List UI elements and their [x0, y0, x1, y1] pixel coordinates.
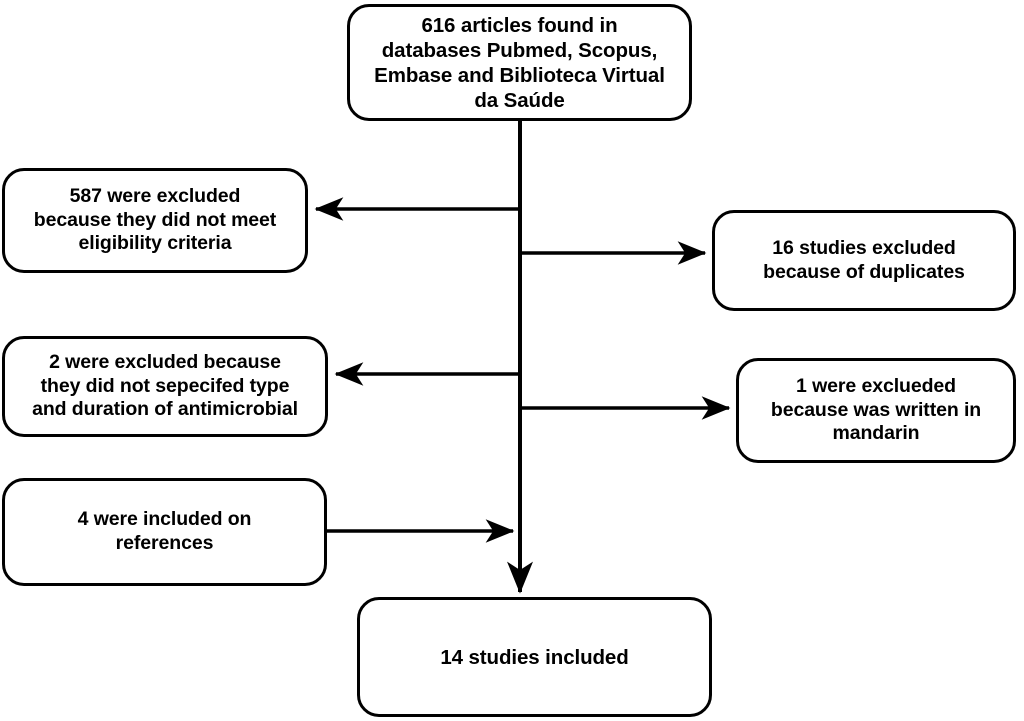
node-studies-included: 14 studies included	[357, 597, 712, 717]
node-included-from-references: 4 were included on references	[2, 478, 327, 586]
node-excluded-unspecified-antimicrobial: 2 were excluded because they did not sep…	[2, 336, 328, 437]
node-excluded-duplicates: 16 studies excluded because of duplicate…	[712, 210, 1016, 311]
node-excluded-language-mandarin: 1 were exclueded because was written in …	[736, 358, 1016, 463]
node-excluded-eligibility: 587 were excluded because they did not m…	[2, 168, 308, 273]
node-records-identified: 616 articles found in databases Pubmed, …	[347, 4, 692, 121]
